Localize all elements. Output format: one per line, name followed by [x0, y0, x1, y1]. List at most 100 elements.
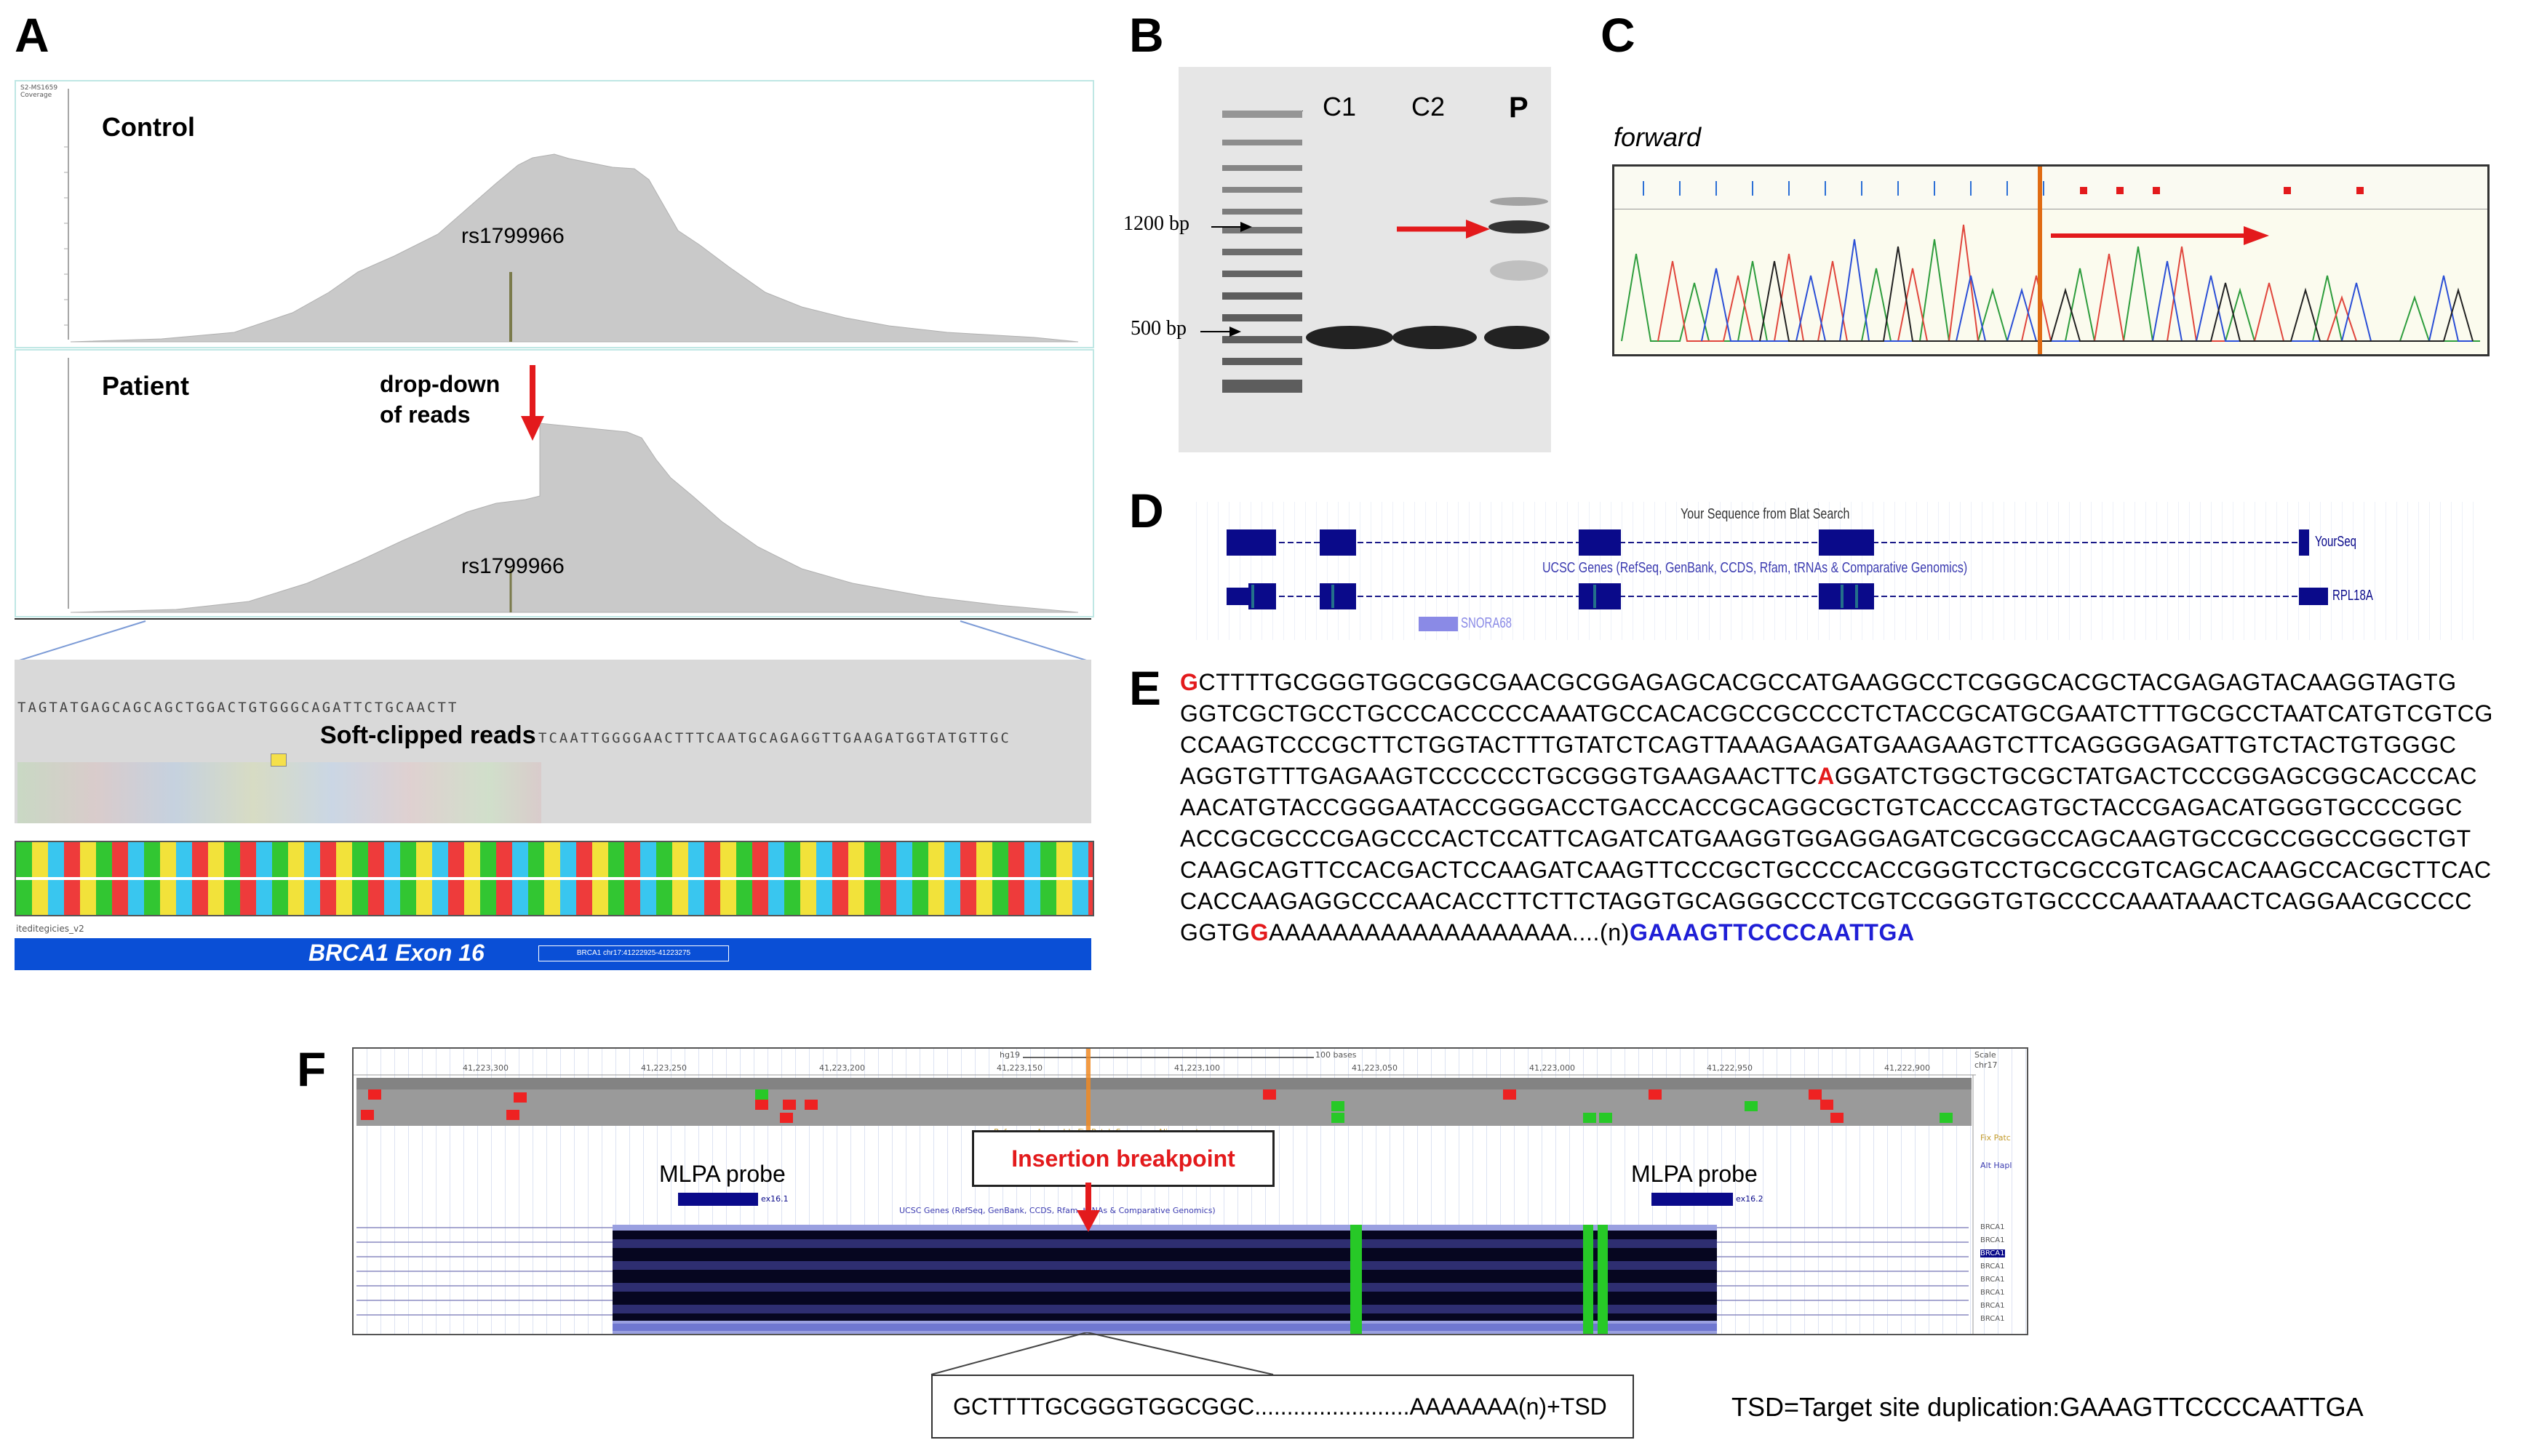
coord-4: 41,223,150: [997, 1063, 1043, 1073]
read-seq-right: TCAATTGGGGAACTTTCAATGCAGAGGTTGAAGATGGTAT…: [538, 730, 1011, 746]
coord-2: 41,223,250: [641, 1063, 687, 1073]
snp-label-control: rs1799966: [461, 224, 565, 248]
gel-image: [1179, 67, 1551, 452]
breakpoint-arrow-icon: [1077, 1183, 1100, 1232]
marker-500-arrow-icon: [1200, 327, 1241, 337]
dropdown-arrow-icon: [521, 365, 544, 441]
chromatogram-traces: [1621, 167, 2480, 354]
read-alignment-area: TAGTATGAGCAGCAGCTGGACTGTGGGCAGATTCTGCAAC…: [15, 618, 1091, 831]
assembly-label: hg19: [1000, 1050, 1020, 1060]
exon-track-name: iteditegicies_v2: [16, 924, 84, 934]
snora-label: SNORA68: [1461, 615, 1512, 631]
marker-1200-arrow-icon: [1211, 222, 1252, 232]
blat-title: Your Sequence from Blat Search: [1681, 506, 1850, 522]
lane-label-p: P: [1509, 92, 1528, 124]
softclip-marker: [271, 753, 287, 767]
scale-bar-label: 100 bases: [1315, 1050, 1357, 1060]
gel-bands: [1222, 111, 1550, 393]
exon-coord-box: BRCA1 chr17:41222925-41223275: [538, 945, 729, 961]
seq-line-9: GGTGGAAAAAAAAAAAAAAAAAAA....(n)GAAAGTTCC…: [1180, 919, 2519, 951]
brca-label-7: BRCA1: [1980, 1302, 2005, 1310]
control-label: Control: [102, 112, 195, 142]
coord-1: 41,223,300: [463, 1063, 509, 1073]
patient-label: Patient: [102, 371, 190, 401]
gene-label: RPL18A: [2332, 588, 2373, 604]
blat-browser: Your Sequence from Blat Search UCSC Gene…: [1186, 502, 2481, 640]
brca-label-4: BRCA1: [1980, 1263, 2005, 1271]
coord-5: 41,223,100: [1174, 1063, 1220, 1073]
seq-line-3: CCAAGTCCCGCTTCTGGTACTTTGTATCTCAGTTAAAGAA…: [1180, 732, 2457, 758]
inset-zoom-lines: [930, 1332, 1274, 1375]
alt-haplo-label: Alt Hapl: [1980, 1161, 2012, 1170]
mlpa-probe-right-label: MLPA probe: [1631, 1161, 1758, 1187]
seq-line-5: AACATGTACCGGGAATACCGGGACCTGACCACCGCAGGCG…: [1180, 794, 2463, 820]
panel-letter-d: D: [1129, 484, 1164, 537]
patient-coverage-track: Patient drop-down of reads rs1799966: [15, 349, 1094, 617]
seq-start-base: G: [1180, 669, 1199, 695]
seq-line-4: AGGTGTTTGAGAAGTCCCCCCTGCGGGTGAAGAACTTCAG…: [1180, 763, 2519, 794]
brca-label-5: BRCA1: [1980, 1276, 2005, 1284]
zoom-lines: [15, 620, 1091, 663]
lane-label-c2: C2: [1411, 92, 1446, 121]
panel-letter-c: C: [1601, 8, 1635, 62]
insertion-inset-box: GCTTTTGCGGGTGGCGGC......................…: [931, 1375, 1634, 1439]
seq-tsd: GAAAGTTCCCCAATTGA: [1629, 919, 1915, 945]
coord-9: 41,222,900: [1884, 1063, 1930, 1073]
base-call-strip: [1614, 167, 2487, 209]
insertion-breakpoint-box: Insertion breakpoint: [972, 1130, 1275, 1187]
coord-3: 41,223,200: [819, 1063, 865, 1073]
genome-browser: hg19 100 bases Scale chr17 41,223,300 41…: [352, 1047, 2028, 1335]
exon-16-1-label: ex16.1: [761, 1194, 789, 1204]
seq-highlight-base: A: [1817, 763, 1835, 789]
ucsc-title: UCSC Genes (RefSeq, GenBank, CCDS, Rfam,…: [1542, 560, 1968, 576]
insertion-sequence: GCTTTTGCGGGTGGCGGCGAACGCGGAGAGCACGCCATGA…: [1180, 669, 2519, 951]
seq-end-base: G: [1250, 919, 1270, 945]
exon-bar: BRCA1 Exon 16 BRCA1 chr17:41222925-41223…: [15, 938, 1091, 970]
chrom-label: chr17: [1974, 1060, 1998, 1070]
coord-6: 41,223,050: [1352, 1063, 1398, 1073]
direction-label: forward: [1614, 122, 1702, 152]
read-seq-top: TAGTATGAGCAGCAGCTGGACTGTGGGCAGATTCTGCAAC…: [17, 700, 459, 716]
seq-line-8: CACCAAGAGGCCCAACACCTTCTTCTAGGTGCAGGGCCCT…: [1180, 888, 2473, 914]
seq-line-9-a: GGTG: [1180, 919, 1251, 945]
seq-line-4-a: AGGTGTTTGAGAAGTCCCCCCTGCGGGTGAAGAACTTC: [1180, 763, 1818, 789]
ucsc-small-label: UCSC Genes (RefSeq, GenBank, CCDS, Rfam,…: [899, 1206, 1216, 1215]
blat-gene-model: [1227, 529, 2328, 631]
softclip-colored-band: [17, 762, 541, 823]
genome-browser-tracks: [354, 1049, 1976, 1334]
seq-line-6: ACCGCGCCCGAGCCCACTCCATTCAGATCATGAAGGTGGA…: [1180, 825, 2471, 852]
seq-line-2: GGTCGCTGCCTGCCCACCCCCAAATGCCACACGCCGCCCC…: [1180, 700, 2493, 727]
insertion-breakpoint-label: Insertion breakpoint: [1011, 1145, 1235, 1172]
reference-sequence-strip: [15, 841, 1094, 916]
exon-16-2-label: ex16.2: [1736, 1194, 1763, 1204]
brca-label-1: BRCA1: [1980, 1223, 2005, 1231]
softclip-label: Soft-clipped reads: [320, 721, 536, 749]
panel-letter-e: E: [1129, 661, 1162, 715]
tsd-definition: TSD=Target site duplication:GAAAGTTCCCCA…: [1731, 1392, 2364, 1422]
brca-label-8: BRCA1: [1980, 1315, 2005, 1323]
control-coverage-plot: [64, 89, 1079, 343]
seq-line-1: GCTTTTGCGGGTGGCGGCGAACGCGGAGAGCACGCCATGA…: [1180, 669, 2519, 700]
scale-label: Scale: [1974, 1050, 1996, 1060]
snp-label-patient: rs1799966: [461, 554, 565, 578]
lane-label-c1: C1: [1323, 92, 1357, 121]
fix-patch-label: Fix Patc: [1980, 1133, 2011, 1143]
marker-1200: 1200 bp: [1123, 212, 1189, 235]
chromatogram: [1612, 164, 2490, 356]
insertion-inset-text: GCTTTTGCGGGTGGCGGC......................…: [953, 1393, 1607, 1420]
seq-line-1-rest: CTTTTGCGGGTGGCGGCGAACGCGGAGAGCACGCCATGAA…: [1198, 669, 2457, 695]
panel-letter-b: B: [1129, 8, 1164, 62]
panel-letter-f: F: [297, 1042, 327, 1096]
coord-8: 41,222,950: [1707, 1063, 1753, 1073]
patient-coverage-plot: [68, 358, 1079, 613]
brca-label-3: BRCA1: [1980, 1249, 2005, 1257]
seq-line-4-b: GGATCTGGCTGCGCTATGACTCCCGGAGCGGCACCCAC: [1834, 763, 2478, 789]
panel-letter-a: A: [15, 8, 49, 62]
yourseq-label: YourSeq: [2315, 534, 2356, 550]
seq-polya: AAAAAAAAAAAAAAAAAAA....(n): [1269, 919, 1630, 945]
mlpa-probe-left-label: MLPA probe: [659, 1161, 786, 1187]
insertion-band-arrow-icon: [1397, 220, 1490, 239]
seq-line-7: CAAGCAGTTCCACGACTCCAAGATCAAGTTCCCGCTGCCC…: [1180, 857, 2492, 883]
